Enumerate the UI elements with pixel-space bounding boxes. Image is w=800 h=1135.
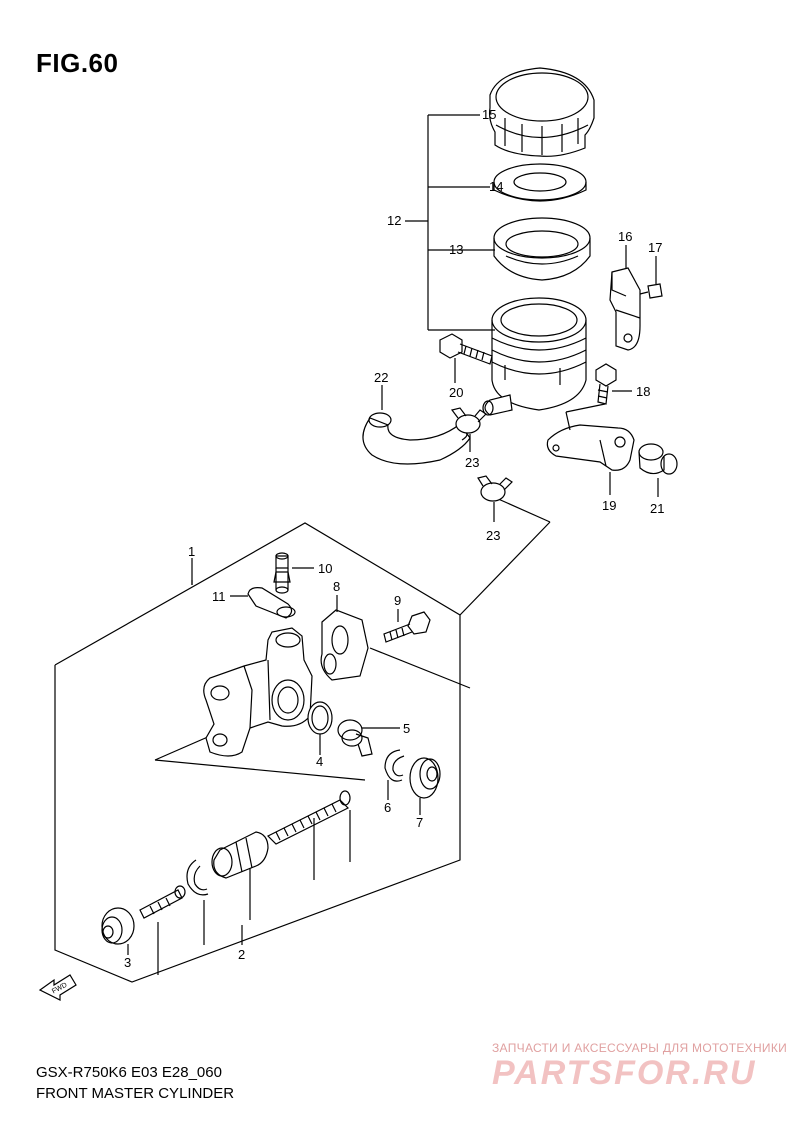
collar-21 [638, 443, 678, 475]
brake-fitting [337, 719, 373, 757]
assembly-box-outline [54, 522, 461, 983]
bleeder-screw [273, 552, 291, 594]
bleeder-cap [247, 587, 296, 619]
reservoir-mount-bracket [546, 424, 635, 471]
reservoir-hose [362, 412, 471, 465]
hose-clamp-upper [450, 407, 487, 434]
piston-circlip [186, 859, 209, 896]
o-ring [307, 701, 333, 735]
holder-bolt [383, 611, 431, 643]
master-cylinder-body [203, 627, 313, 757]
piston [211, 831, 269, 879]
watermark-tagline: ЗАПЧАСТИ И АКСЕССУАРЫ ДЛЯ МОТОТЕХНИКИ [492, 1041, 788, 1055]
callout-22: 22 [374, 370, 388, 385]
bolt-18 [595, 363, 617, 405]
callout-20: 20 [449, 385, 463, 400]
hose-clamp-lower [477, 475, 513, 502]
reservoir-cap [488, 67, 595, 157]
callout-14: 14 [489, 179, 503, 194]
callout-6: 6 [384, 800, 391, 815]
callout-13: 13 [449, 242, 463, 257]
figure-title: FIG.60 [36, 48, 119, 78]
push-rod [101, 885, 186, 945]
callout-4: 4 [316, 754, 323, 769]
reservoir-diaphragm [493, 217, 591, 281]
callout-16: 16 [618, 229, 632, 244]
snap-ring-6 [384, 749, 405, 782]
callout-15: 15 [482, 107, 496, 122]
fwd-arrow-icon: FWD [38, 974, 77, 1001]
handlebar-holder [320, 609, 369, 681]
reservoir-body [482, 297, 587, 416]
diagram-caption: FRONT MASTER CYLINDER [36, 1085, 235, 1102]
callout-9: 9 [394, 593, 401, 608]
callout-2: 2 [238, 947, 245, 962]
callout-21: 21 [650, 501, 664, 516]
callout-10: 10 [318, 561, 332, 576]
callout-3: 3 [124, 955, 131, 970]
piston-spring [266, 790, 351, 845]
callout-23-upper: 23 [465, 455, 479, 470]
bolt-20 [439, 333, 493, 365]
callout-7: 7 [416, 815, 423, 830]
callout-11: 11 [212, 589, 226, 604]
model-code: GSX-R750K6 E03 E28_060 [36, 1064, 222, 1081]
callout-17: 17 [648, 240, 662, 255]
callout-19: 19 [602, 498, 616, 513]
callout-8: 8 [333, 579, 340, 594]
callout-labels: 15 14 12 13 16 17 18 22 20 23 19 21 23 1… [124, 107, 664, 970]
callout-5: 5 [403, 721, 410, 736]
callout-18: 18 [636, 384, 650, 399]
watermark-logo: PARTSFOR.RU [492, 1054, 757, 1092]
callout-1: 1 [188, 544, 195, 559]
reservoir-plate [493, 163, 587, 202]
callout-23-lower: 23 [486, 528, 500, 543]
reservoir-bracket [609, 267, 641, 351]
screw-17 [639, 283, 663, 299]
dust-boot [409, 757, 441, 799]
callout-12: 12 [387, 213, 401, 228]
